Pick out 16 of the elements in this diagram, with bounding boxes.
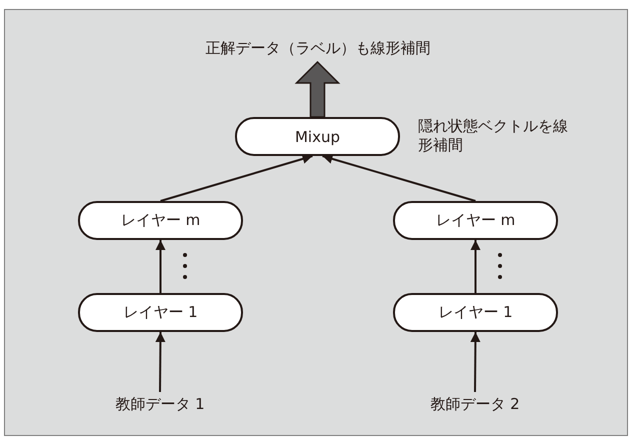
rounded-box: レイヤー 1 [78, 293, 243, 332]
arrow [470, 240, 480, 293]
label-text: 正解データ（ラベル）も線形補間 [208, 36, 428, 60]
arrow [470, 332, 480, 392]
block-arrow [294, 60, 340, 118]
arrow [322, 154, 476, 202]
rounded-box: Mixup [235, 117, 400, 156]
annotation-text: 隠れ状態ベクトルを線形補間 [418, 117, 568, 155]
arrow [155, 332, 166, 392]
arrow [160, 154, 313, 202]
rounded-box: レイヤー m [393, 201, 558, 240]
rounded-box: レイヤー 1 [393, 293, 558, 332]
rounded-box: レイヤー m [78, 201, 243, 240]
arrow [156, 240, 166, 293]
label-text: 教師データ 2 [420, 392, 530, 416]
label-text: 教師データ 1 [105, 392, 215, 416]
